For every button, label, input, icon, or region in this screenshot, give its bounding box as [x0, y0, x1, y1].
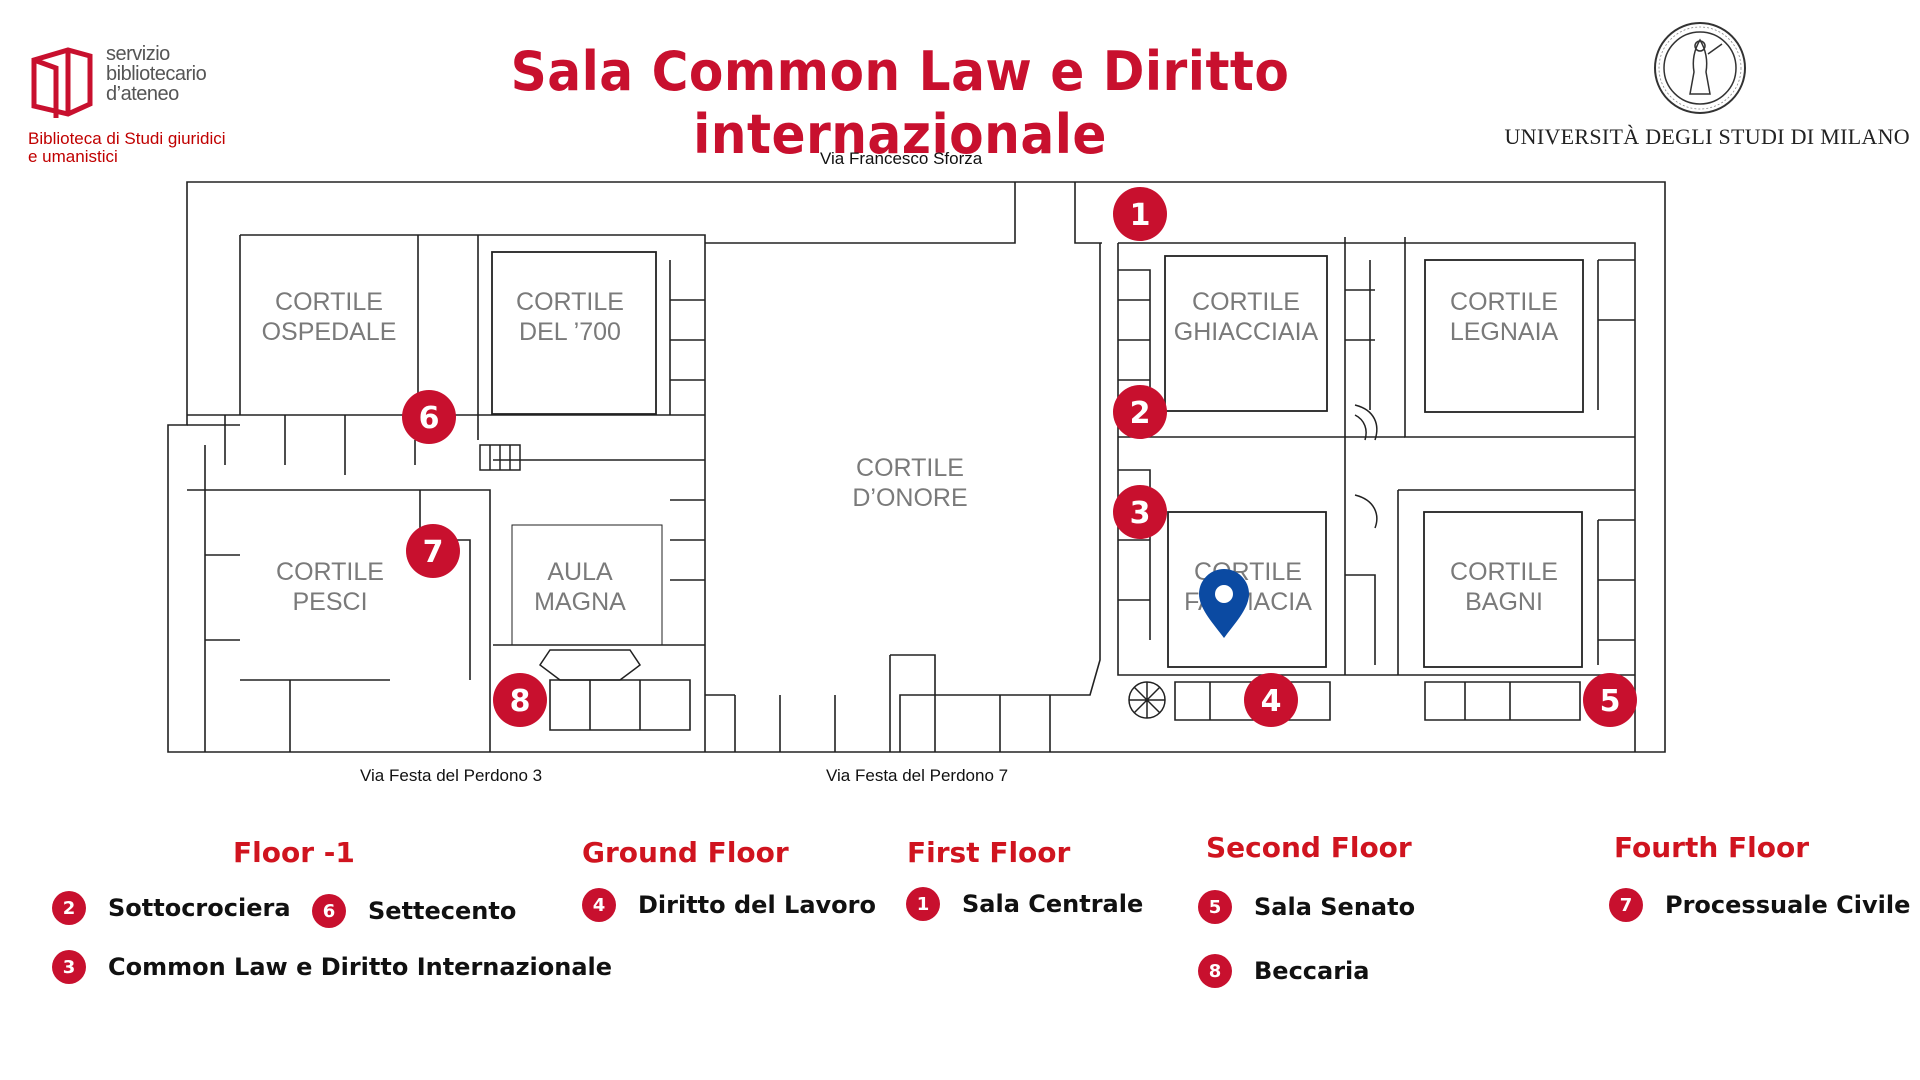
logo-text-line2: bibliotecario [106, 63, 207, 85]
legend-floor-title: Second Floor [1206, 831, 1412, 864]
legend-floor-title: Ground Floor [582, 836, 789, 869]
legend-item[interactable]: 7 Processuale Civile [1609, 888, 1910, 922]
courtyards [491, 251, 1584, 668]
university-seal-icon [1654, 22, 1746, 114]
legend-badge: 8 [1198, 954, 1232, 988]
legend-label: Sala Senato [1254, 893, 1416, 921]
building-outline [167, 181, 1666, 753]
floor-plan-map: CORTILE OSPEDALE CORTILE DEL ’700 CORTIL… [167, 181, 1666, 753]
legend-badge: 2 [52, 891, 86, 925]
courtyard-label-line2: LEGNAIA [1450, 318, 1559, 346]
logo-text-line3: d’ateneo [106, 83, 179, 105]
legend-item[interactable]: 8 Beccaria [1198, 954, 1369, 988]
courtyard-ghiacciaia [1164, 255, 1328, 412]
room-marker-number: 6 [419, 401, 440, 436]
legend-badge: 7 [1609, 888, 1643, 922]
legend-item[interactable]: 6 Settecento [312, 894, 516, 928]
courtyard-labels: CORTILE OSPEDALE CORTILE DEL ’700 CORTIL… [262, 288, 1559, 616]
courtyard-del-700 [491, 251, 657, 415]
aula-magna-hall [511, 524, 663, 646]
courtyard-label-line1: CORTILE [856, 454, 964, 482]
legend-badge: 1 [906, 887, 940, 921]
legend-label: Settecento [368, 897, 517, 925]
legend-label: Sottocrociera [108, 894, 291, 922]
legend-item[interactable]: 4 Diritto del Lavoro [582, 888, 876, 922]
street-label-bottom-left: Via Festa del Perdono 3 [360, 766, 543, 785]
stairs-details [479, 404, 1378, 719]
room-marker-number: 2 [1130, 396, 1151, 431]
room-marker-6[interactable]: 6 [402, 390, 456, 444]
room-marker-number: 5 [1600, 684, 1621, 719]
university-name: UNIVERSITÀ DEGLI STUDI DI MILANO [1504, 124, 1910, 149]
logo-text-line1: servizio [106, 43, 170, 65]
street-label-top: Via Francesco Sforza [820, 149, 983, 168]
legend-label: Sala Centrale [962, 890, 1144, 918]
legend-badge: 4 [582, 888, 616, 922]
room-marker-number: 1 [1130, 198, 1151, 233]
legend-item[interactable]: 3 Common Law e Diritto Internazionale [52, 950, 612, 984]
room-marker-8[interactable]: 8 [493, 673, 547, 727]
courtyard-label-line2: GHIACCIAIA [1174, 318, 1319, 346]
legend-label: Processuale Civile [1665, 891, 1911, 919]
room-marker-2[interactable]: 2 [1113, 385, 1167, 439]
courtyard-label-line1: CORTILE [1450, 288, 1558, 316]
location-pin-icon[interactable] [1199, 569, 1249, 638]
legend-floor-title: Fourth Floor [1614, 831, 1810, 864]
room-marker-7[interactable]: 7 [406, 524, 460, 578]
legend-label: Common Law e Diritto Internazionale [108, 953, 613, 981]
room-marker-1[interactable]: 1 [1113, 187, 1167, 241]
legend-floor-title: First Floor [907, 836, 1071, 869]
room-marker-number: 3 [1130, 496, 1151, 531]
room-marker-4[interactable]: 4 [1244, 673, 1298, 727]
courtyard-label-line2: PESCI [292, 588, 367, 616]
room-marker-number: 8 [510, 684, 531, 719]
courtyard-label-line2: DEL ’700 [519, 318, 621, 346]
legend-label: Diritto del Lavoro [638, 891, 876, 919]
legend-floor-title: Floor -1 [233, 836, 355, 869]
courtyard-label-line2: MAGNA [534, 588, 626, 616]
legend-badge: 3 [52, 950, 86, 984]
room-marker-number: 4 [1261, 684, 1282, 719]
courtyard-label-line1: CORTILE [276, 558, 384, 586]
courtyard-label-line1: CORTILE [275, 288, 383, 316]
legend-badge: 5 [1198, 890, 1232, 924]
library-logo-icon [31, 47, 93, 118]
legend-item[interactable]: 5 Sala Senato [1198, 890, 1415, 924]
library-logo: servizio bibliotecario d’ateneo Bibliote… [28, 36, 248, 176]
courtyard-label-line1: CORTILE [516, 288, 624, 316]
room-marker-5[interactable]: 5 [1583, 673, 1637, 727]
courtyard-label-line1: AULA [547, 558, 613, 586]
logo-subtitle-line1: Biblioteca di Studi giuridici [28, 129, 226, 148]
courtyard-bagni [1423, 511, 1583, 668]
room-marker-3[interactable]: 3 [1113, 485, 1167, 539]
legend-label: Beccaria [1254, 957, 1370, 985]
courtyard-label-line1: CORTILE [1192, 288, 1300, 316]
courtyard-label-line2: OSPEDALE [262, 318, 397, 346]
courtyard-legnaia [1424, 259, 1584, 413]
courtyard-label-line1: CORTILE [1450, 558, 1558, 586]
legend-item[interactable]: 1 Sala Centrale [906, 887, 1143, 921]
logo-subtitle-line2: e umanistici [28, 147, 118, 166]
room-markers: 1 2 3 4 5 6 7 8 [402, 187, 1637, 727]
street-label-bottom-right: Via Festa del Perdono 7 [826, 766, 1009, 785]
legend-item[interactable]: 2 Sottocrociera [52, 891, 291, 925]
page-title: Sala Common Law e Diritto internazionale [510, 40, 1290, 166]
legend-badge: 6 [312, 894, 346, 928]
courtyard-label-line2: D’ONORE [852, 484, 967, 512]
room-marker-number: 7 [423, 535, 444, 570]
courtyard-label-line2: BAGNI [1465, 588, 1543, 616]
